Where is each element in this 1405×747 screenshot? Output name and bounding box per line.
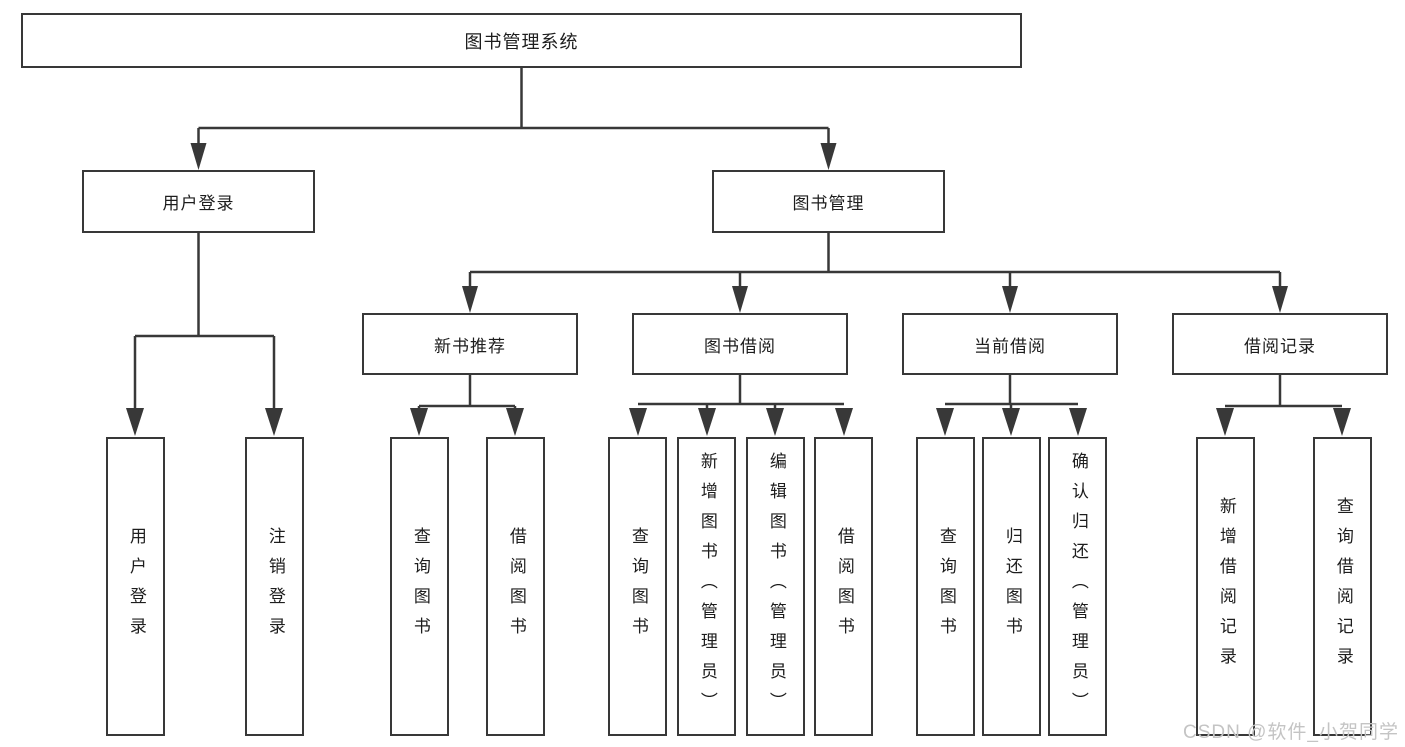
leaf-borrow-edit-books-admin: 编辑图书（管理员） [746, 437, 805, 736]
leaf-newrec-borrow-books: 借阅图书 [486, 437, 545, 736]
leaf-records-add-record: 新增借阅记录 [1196, 437, 1255, 736]
arrowhead-icons [126, 143, 1351, 436]
leaf-current-return-books: 归还图书 [982, 437, 1041, 736]
leaf-current-query-books: 查询图书 [916, 437, 975, 736]
node-book-management: 图书管理 [712, 170, 945, 233]
node-book-borrow: 图书借阅 [632, 313, 848, 375]
leaf-newrec-query-books: 查询图书 [390, 437, 449, 736]
leaf-records-query-record: 查询借阅记录 [1313, 437, 1372, 736]
connector-paths [133, 68, 1342, 412]
leaf-user-login: 用户登录 [106, 437, 165, 736]
leaf-borrow-borrow-books: 借阅图书 [814, 437, 873, 736]
node-new-book-recommend: 新书推荐 [362, 313, 578, 375]
leaf-logout: 注销登录 [245, 437, 304, 736]
node-borrow-records: 借阅记录 [1172, 313, 1388, 375]
node-root: 图书管理系统 [21, 13, 1022, 68]
node-current-borrow: 当前借阅 [902, 313, 1118, 375]
node-user-login: 用户登录 [82, 170, 315, 233]
leaf-borrow-add-books-admin: 新增图书（管理员） [677, 437, 736, 736]
leaf-current-confirm-return-admin: 确认归还（管理员） [1048, 437, 1107, 736]
leaf-borrow-query-books: 查询图书 [608, 437, 667, 736]
watermark: CSDN @软件_小贺同学 [1183, 722, 1399, 743]
